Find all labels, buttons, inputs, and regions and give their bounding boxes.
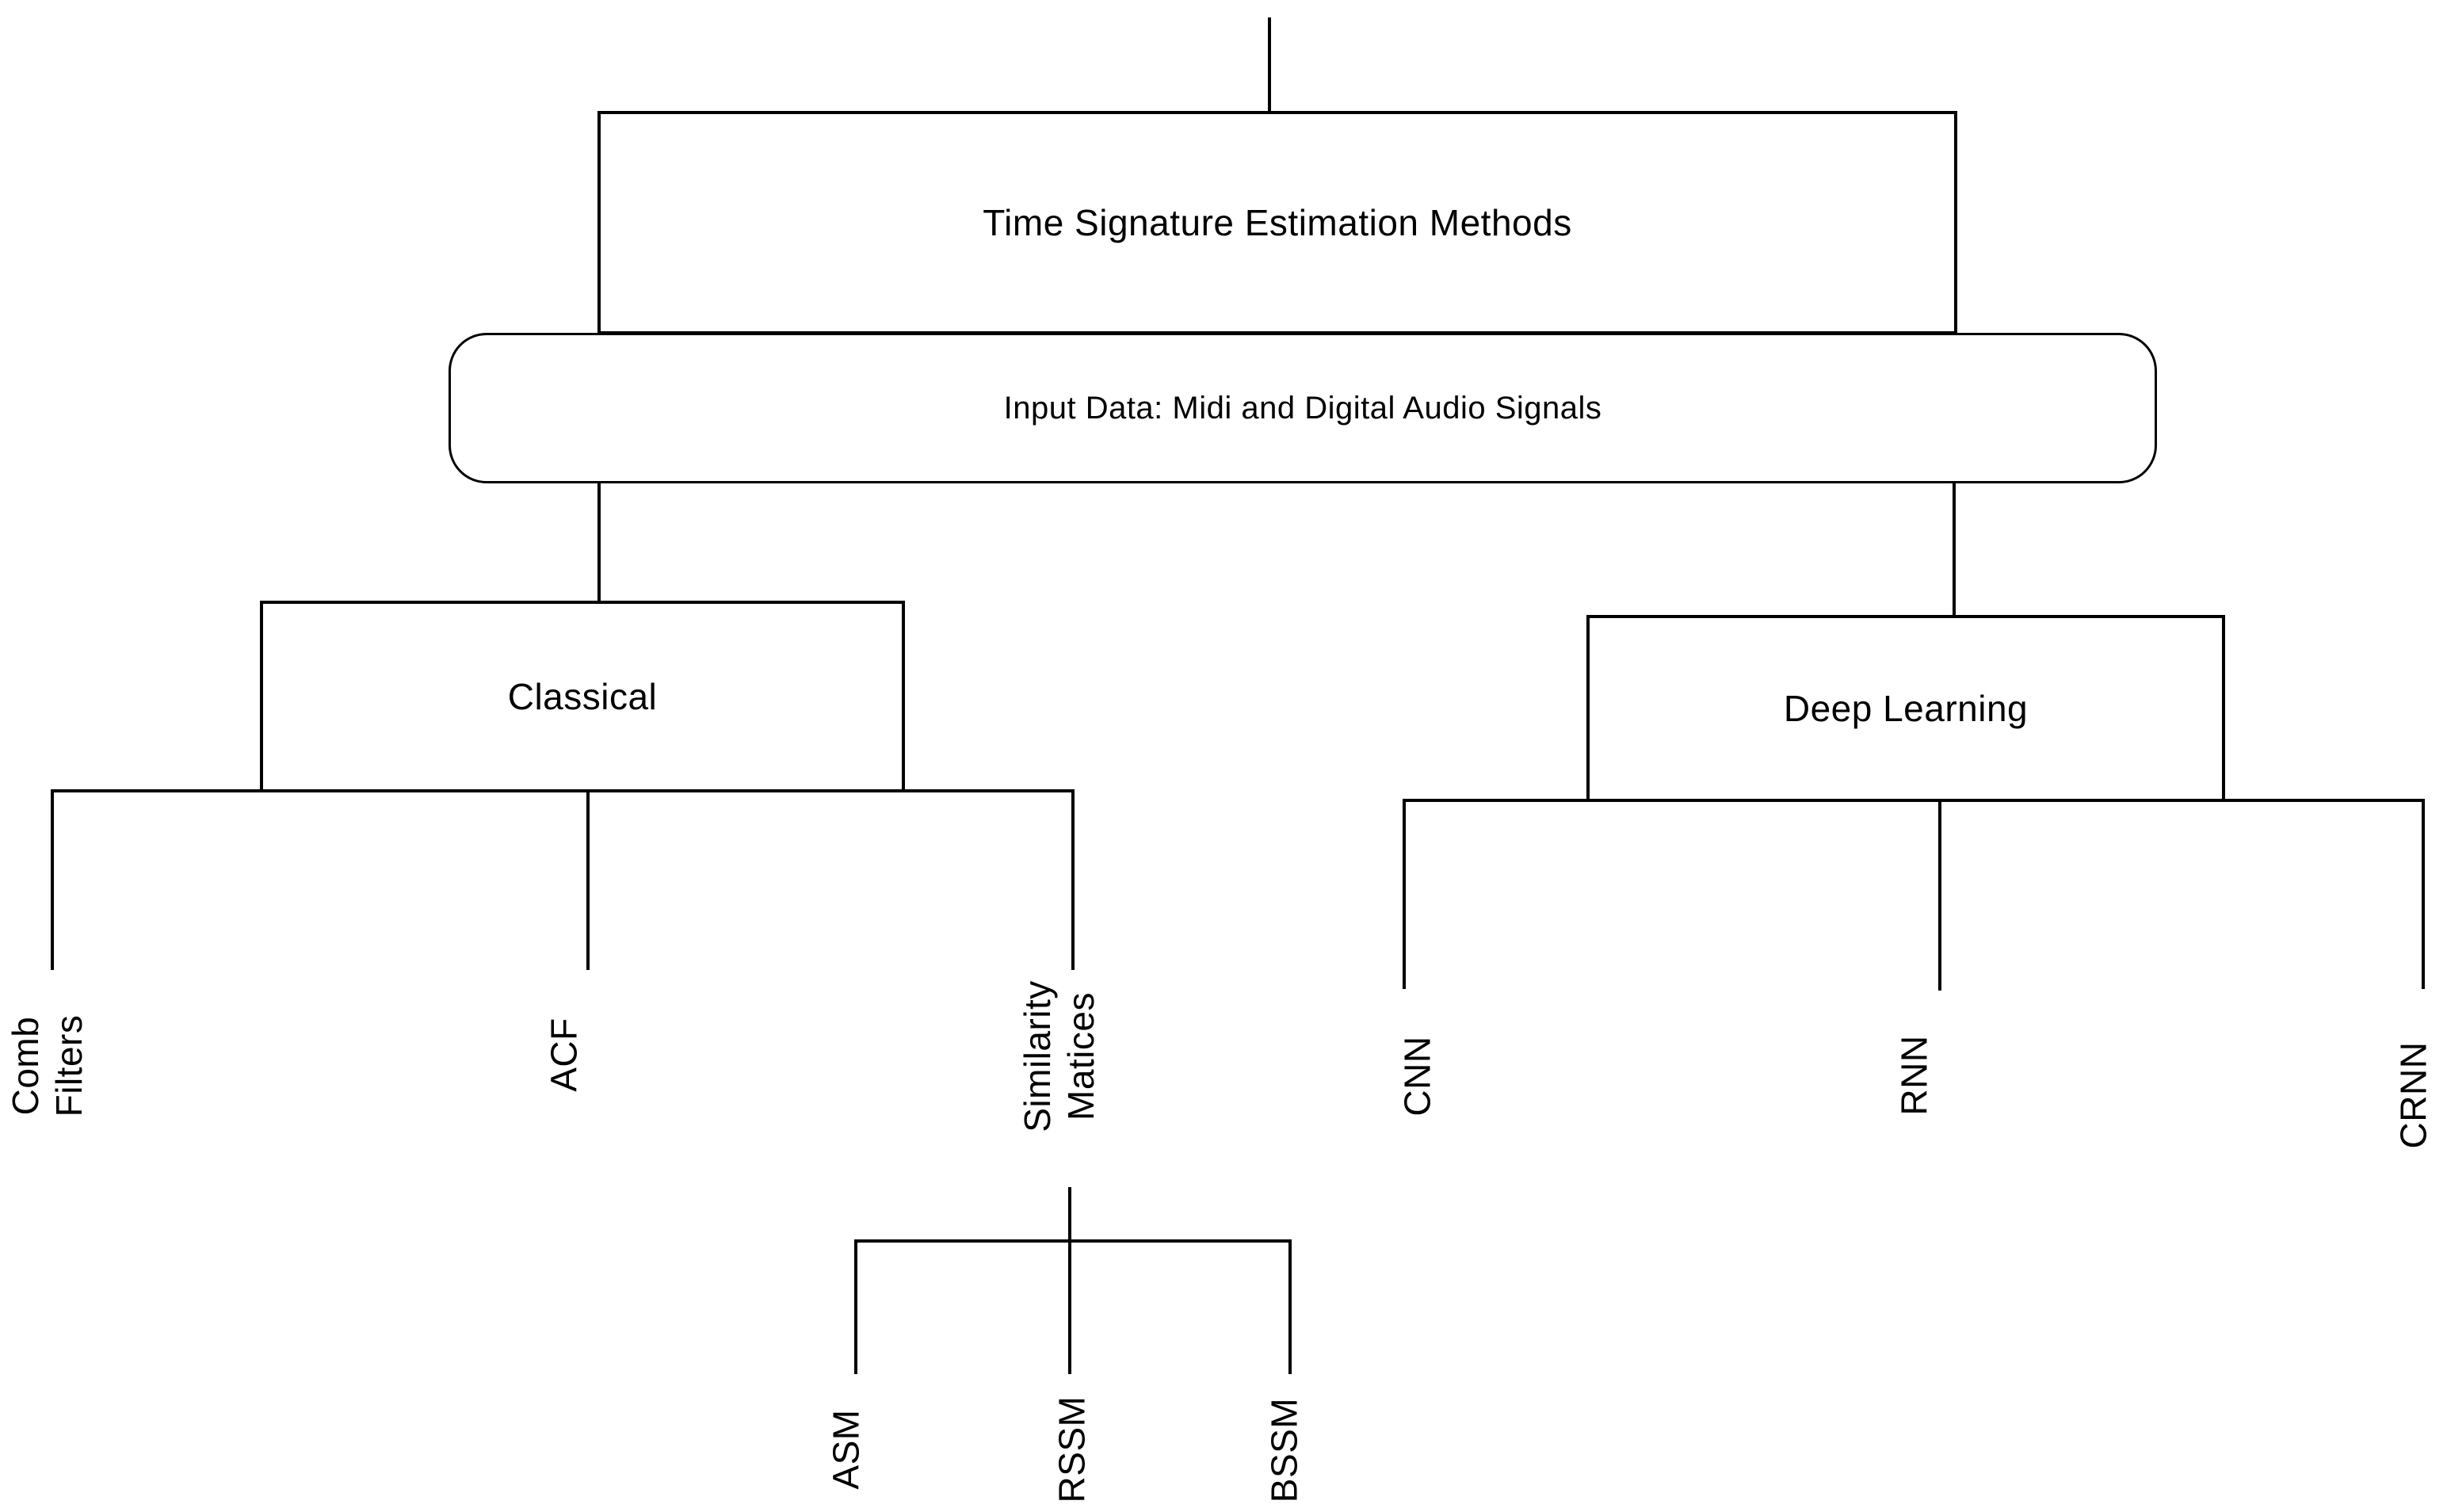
leaf-asm: ASM [824,1409,868,1489]
leaf-similarity-matrices: Similarity Matices [1016,980,1103,1132]
leaf-bssm-label: BSSM [1263,1397,1305,1503]
leaf-bssm: BSSM [1262,1398,1306,1502]
leaf-acf-label: ACF [543,1018,585,1092]
leaf-cnn: CNN [1395,1036,1439,1116]
connector-drop-crnn [2422,799,2425,989]
connector-drop-comb-filters [51,789,54,970]
leaf-similarity-line1: Similarity [1016,980,1058,1132]
leaf-cnn-label: CNN [1396,1036,1438,1117]
leaf-comb-filters-line2: Filters [48,1014,90,1117]
leaf-similarity-line2: Matices [1060,992,1101,1121]
connector-similarity-children [854,1239,1292,1243]
connector-drop-acf [586,789,590,970]
connector-root-stem [1268,17,1271,114]
leaf-asm-label: ASM [825,1409,867,1490]
leaf-crnn-label: CRNN [2392,1041,2434,1149]
node-deep-learning: Deep Learning [1586,615,2225,802]
leaf-comb-filters-line1: Comb [4,1016,46,1116]
leaf-rnn: RNN [1892,1035,1936,1115]
connector-similarity-stem [1068,1187,1071,1243]
node-input-data-banner: Input Data: Midi and Digital Audio Signa… [449,333,2157,483]
connector-drop-rssm [1068,1239,1071,1374]
leaf-comb-filters: Comb Filters [4,1015,91,1117]
node-deep-learning-label: Deep Learning [1783,688,2029,729]
leaf-rnn-label: RNN [1893,1035,1935,1116]
connector-drop-asm [854,1239,857,1374]
node-classical: Classical [260,601,905,792]
leaf-rssm: RSSM [1050,1396,1094,1503]
connector-drop-cnn [1403,799,1406,989]
connector-drop-rnn [1938,799,1941,991]
node-input-data-label: Input Data: Midi and Digital Audio Signa… [1003,390,1602,426]
node-classical-label: Classical [507,676,658,717]
leaf-rssm-label: RSSM [1051,1396,1093,1503]
leaf-crnn: CRNN [2392,1042,2435,1149]
connector-drop-bssm [1288,1239,1292,1374]
connector-drop-similarity-matrices [1071,789,1075,970]
leaf-acf: ACF [542,1018,586,1092]
node-root-label: Time Signature Estimation Methods [983,202,1572,243]
node-root: Time Signature Estimation Methods [597,111,1957,334]
